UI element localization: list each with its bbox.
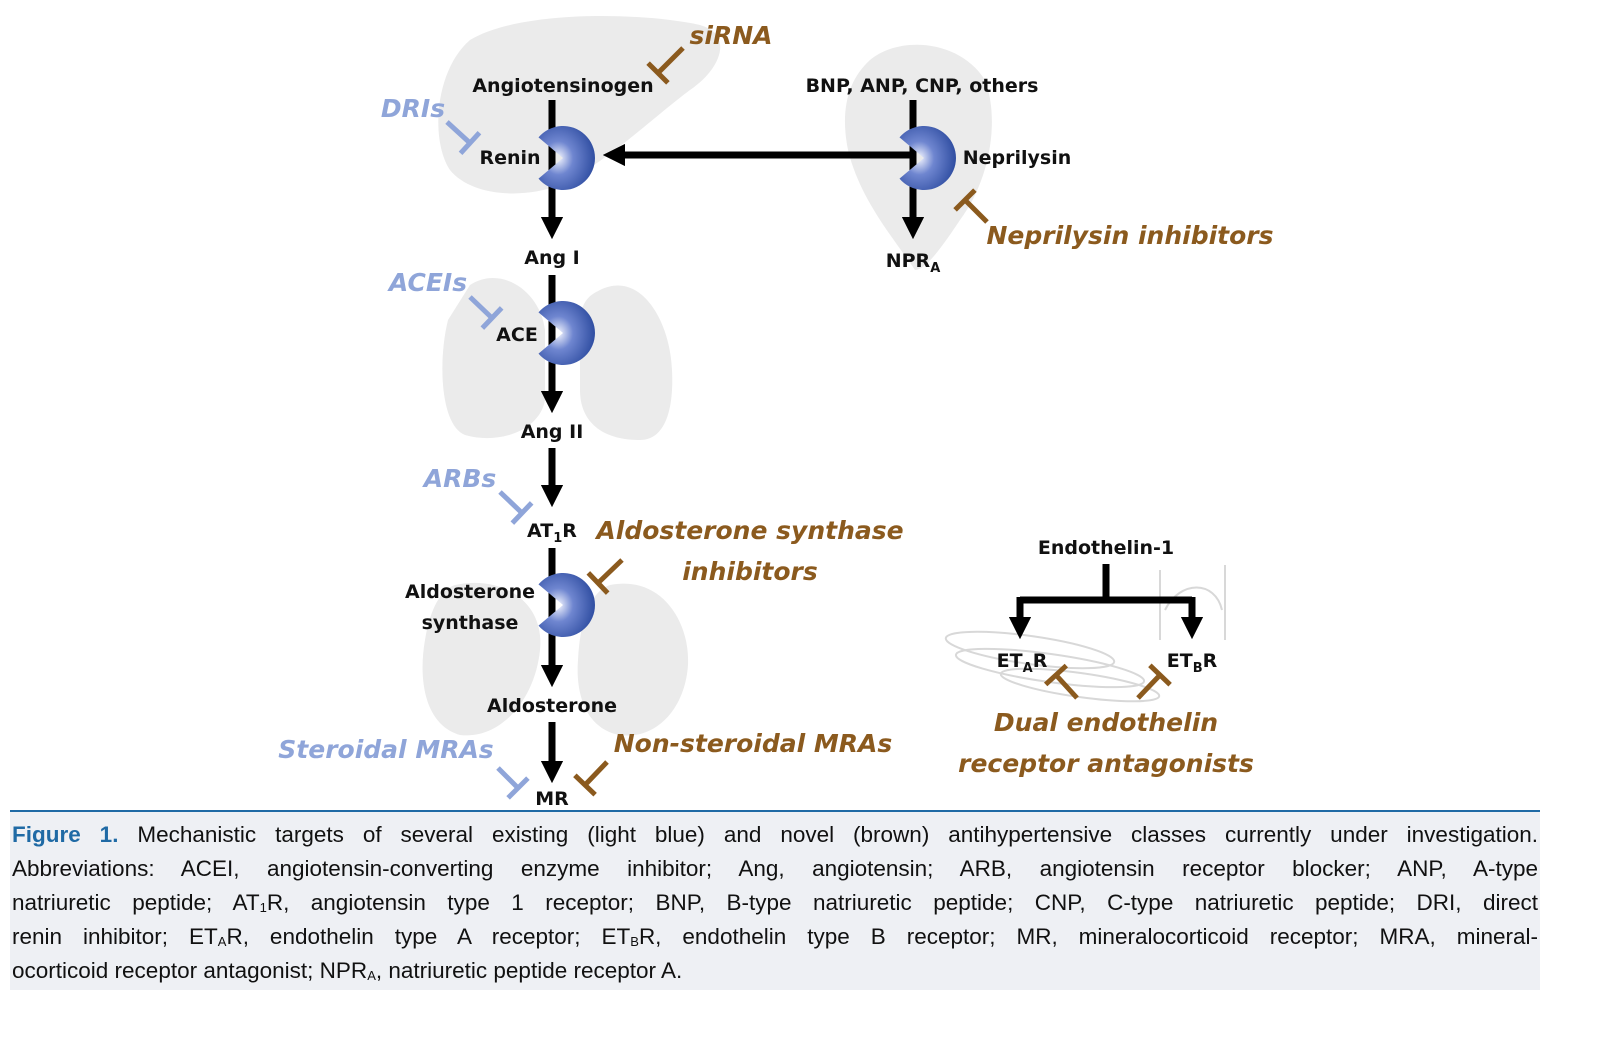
mr-label: MR <box>535 788 569 810</box>
ace-enzyme-icon <box>538 301 595 365</box>
caption-text: natriuretic peptide; AT <box>12 890 260 915</box>
etar-label: ETAR <box>997 650 1048 676</box>
dual-era-label-1: Dual endothelin <box>994 708 1218 737</box>
angiotensinogen-label: Angiotensinogen <box>472 75 653 97</box>
liver-icon <box>438 15 721 194</box>
caption-subscript: A <box>367 968 376 983</box>
neprilysin-inhibitors-label: Neprilysin inhibitors <box>986 221 1273 250</box>
dual-era-b-inhibition-marker <box>1136 663 1172 700</box>
endothelin-label: Endothelin-1 <box>1038 537 1174 559</box>
caption-subscript: 1 <box>259 900 267 915</box>
aldosterone-synthase-inhibitors-inhibition-marker <box>586 558 624 595</box>
caption-text: R, angiotensin type 1 receptor; BNP, B-t… <box>266 890 1538 915</box>
arrow-endothelin-split <box>1020 564 1192 604</box>
etbr-label: ETBR <box>1167 650 1218 676</box>
caption-text: ocorticoid receptor antagonist; NPR <box>12 958 368 983</box>
dual-era-a-inhibition-marker <box>1043 663 1079 700</box>
enzymes <box>538 126 956 637</box>
ang1-label: Ang I <box>524 247 580 269</box>
renin-enzyme-icon <box>538 126 595 190</box>
npra-label: NPRA <box>886 250 941 276</box>
aldosterone-synthase-label-2: synthase <box>422 612 519 634</box>
caption-subscript: B <box>630 934 639 949</box>
sirna-inhibition-marker <box>646 46 685 85</box>
dris-inhibition-marker <box>445 120 482 156</box>
lungs-icon <box>442 277 673 440</box>
caption-text: R, endothelin type B receptor; MR, miner… <box>638 924 1538 949</box>
figure-caption: Figure 1. Mechanistic targets of several… <box>10 810 1540 990</box>
aldosterone-label: Aldosterone <box>487 695 617 717</box>
figure-label: Figure 1. <box>12 822 119 847</box>
steroidal-mras-label: Steroidal MRAs <box>278 735 493 764</box>
at1r-label: AT1R <box>527 520 577 546</box>
heart-icon <box>844 44 992 271</box>
caption-text: Abbreviations: ACEI, angiotensin-convert… <box>12 856 1538 881</box>
natriuretic-peptides-label: BNP, ANP, CNP, others <box>806 75 1039 97</box>
dual-era-label-2: receptor antagonists <box>958 749 1254 778</box>
kidneys-icon <box>422 582 689 736</box>
neprilysin-enzyme-icon <box>899 126 956 190</box>
caption-text: renin inhibitor; ET <box>12 924 218 949</box>
pathway-arrows <box>540 100 1204 784</box>
steroidal-mras-inhibition-marker <box>496 766 530 800</box>
aldosterone-synthase-inhibitors-label-2: inhibitors <box>682 557 818 586</box>
ang2-label: Ang II <box>521 421 584 443</box>
arbs-inhibition-marker <box>498 490 534 525</box>
neprilysin-label: Neprilysin <box>963 147 1072 169</box>
caption-text: Mechanistic targets of several existing … <box>118 822 1538 847</box>
aldosterone-synthase-inhibitors-label-1: Aldosterone synthase <box>594 516 903 545</box>
mechanism-diagram: Angiotensinogen Renin Ang I ACE Ang II A… <box>278 15 1274 810</box>
renin-label: Renin <box>479 147 540 169</box>
sirna-label: siRNA <box>690 21 773 50</box>
caption-line: renin inhibitor; ETAR, endothelin type A… <box>12 920 1538 954</box>
organ-silhouettes <box>422 15 992 736</box>
neprilysin-inhibitors-inhibition-marker <box>953 188 989 224</box>
arbs-label: ARBs <box>422 464 497 493</box>
ace-label: ACE <box>496 324 538 346</box>
aldosterone-synthase-enzyme-icon <box>538 573 595 637</box>
inhibition-markers <box>445 46 1172 800</box>
caption-line: natriuretic peptide; AT1R, angiotensin t… <box>12 886 1538 920</box>
nonsteroidal-mras-label: Non-steroidal MRAs <box>614 729 893 758</box>
vascular-cells-icon <box>944 565 1226 703</box>
caption-line: ocorticoid receptor antagonist; NPRA, na… <box>12 954 1538 988</box>
caption-line: Figure 1. Mechanistic targets of several… <box>12 818 1538 852</box>
nonsteroidal-mras-inhibition-marker <box>573 760 609 797</box>
dris-label: DRIs <box>381 94 445 123</box>
aldosterone-synthase-label-1: Aldosterone <box>405 581 535 603</box>
aceis-inhibition-marker <box>468 295 504 330</box>
caption-line: Abbreviations: ACEI, angiotensin-convert… <box>12 852 1538 886</box>
aceis-label: ACEIs <box>387 268 467 297</box>
caption-text: R, endothelin type A receptor; ET <box>226 924 631 949</box>
caption-subscript: A <box>217 934 227 949</box>
caption-text: , natriuretic peptide receptor A. <box>375 958 683 983</box>
